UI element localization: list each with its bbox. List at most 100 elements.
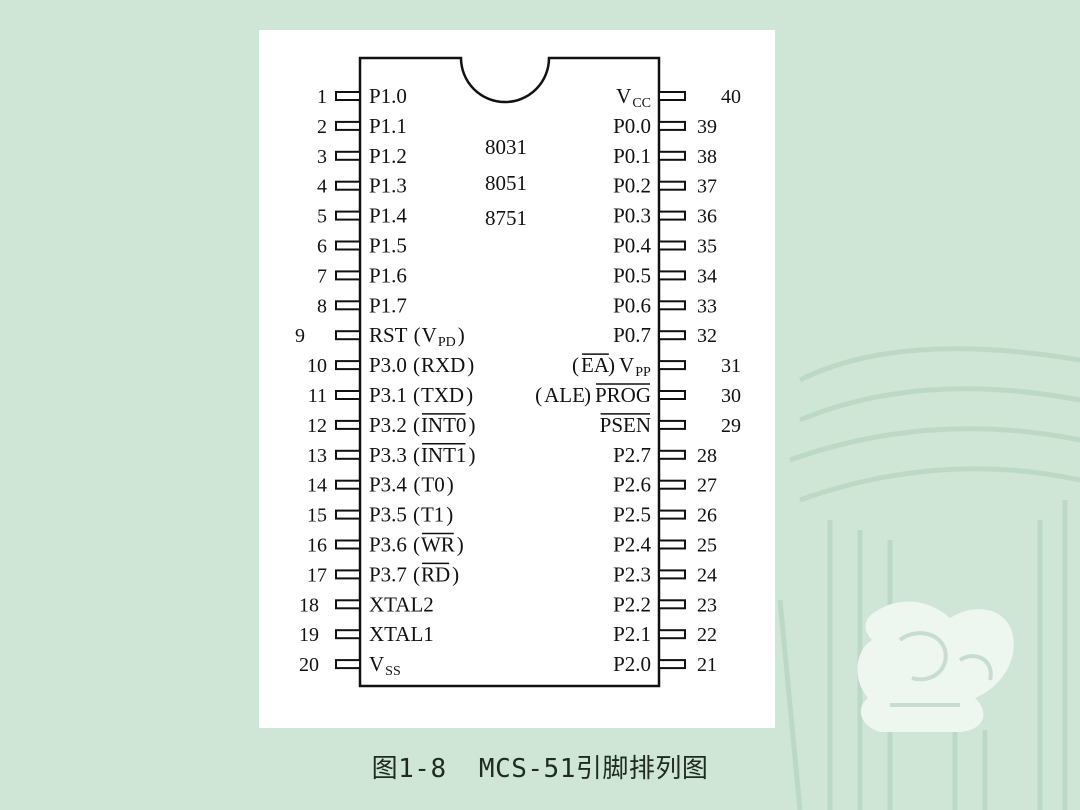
- pin-label: P0.6: [613, 293, 651, 317]
- pin-stub: [658, 120, 686, 131]
- pin-number: 35: [697, 236, 717, 258]
- pin-stub: [335, 509, 361, 520]
- pin-number: 3: [317, 146, 327, 168]
- pin-alt-function: RD: [421, 562, 450, 586]
- pin-stub: [658, 390, 686, 400]
- dragon-emblem: [857, 601, 1014, 732]
- model-label: 8051: [485, 171, 527, 195]
- pin-stub: [335, 659, 361, 670]
- pin-number: 19: [299, 624, 319, 646]
- pin-label: P2.1: [613, 622, 651, 646]
- paren: ): [457, 533, 464, 557]
- pin-number: 11: [308, 385, 327, 407]
- pin-alt-function: RXD: [421, 353, 465, 377]
- pattern-lines: [777, 346, 1080, 810]
- pin-label: P1.6: [369, 263, 407, 287]
- pin-number: 34: [697, 265, 717, 287]
- paren: ): [452, 562, 459, 586]
- pin-label: P0.0: [613, 114, 651, 138]
- pin-stub: [658, 150, 686, 161]
- pin-stub: [335, 449, 361, 460]
- pin-label: P1.3: [369, 174, 407, 198]
- pin-stub: [658, 599, 686, 610]
- pin-label: RST: [369, 323, 408, 347]
- pin-stub: [658, 629, 686, 640]
- paren: (: [413, 353, 420, 377]
- pin-number: 6: [317, 236, 327, 258]
- pin-number: 9: [295, 325, 305, 347]
- pin-label: PSEN: [600, 413, 651, 437]
- paren: ): [468, 413, 475, 437]
- pin-number: 13: [307, 445, 327, 467]
- pin-stub: [335, 300, 361, 311]
- pin-stub: [335, 539, 361, 550]
- pin-number: 22: [697, 624, 717, 646]
- pin-label: P3.5: [369, 503, 407, 527]
- pin-number: 31: [721, 355, 741, 377]
- pin-label: P3.6: [369, 533, 407, 557]
- paren: ): [466, 383, 473, 407]
- pin-alt-function: V: [422, 323, 437, 347]
- pin-stub: [335, 360, 361, 371]
- pin-label: V: [616, 84, 631, 108]
- pin-label: V: [619, 353, 634, 377]
- pin-number: 15: [307, 505, 327, 527]
- pin-label: P1.7: [369, 293, 407, 317]
- pin-number: 10: [307, 355, 327, 377]
- pin-stub: [335, 180, 361, 191]
- pin-label: P3.3: [369, 443, 407, 467]
- pin-stub: [658, 479, 686, 490]
- pin-number: 28: [697, 445, 717, 467]
- pin-number: 38: [697, 146, 717, 168]
- pin-number: 36: [697, 206, 717, 228]
- pin-number: 26: [697, 505, 717, 527]
- pin-stub: [335, 150, 361, 161]
- paren: (: [535, 383, 542, 407]
- pin-stub: [335, 390, 361, 400]
- pin-number: 39: [697, 116, 717, 138]
- pin-label: P1.5: [369, 234, 407, 258]
- pin-alt-function: ALE: [544, 383, 585, 407]
- pin-label: P2.0: [613, 652, 651, 676]
- pin-label: XTAL2: [369, 592, 434, 616]
- paren: ): [468, 443, 475, 467]
- pin-label-subscript: PP: [635, 365, 651, 380]
- pin-stub: [658, 210, 686, 221]
- pin-number: 29: [721, 415, 741, 437]
- pin-number: 7: [317, 265, 327, 287]
- pin-stub: [658, 240, 686, 251]
- pin-stub: [658, 419, 686, 430]
- pin-stub: [658, 270, 686, 281]
- pin-label: P0.2: [613, 174, 651, 198]
- pin-label: P2.5: [613, 503, 651, 527]
- paren: ): [458, 323, 465, 347]
- pin-number: 21: [697, 654, 717, 676]
- paren: (: [413, 533, 420, 557]
- pin-number: 27: [697, 475, 717, 497]
- pin-stub: [658, 449, 686, 460]
- pin-label-subscript: SS: [385, 664, 401, 679]
- pin-number: 24: [697, 564, 717, 586]
- figure-caption: 图1-8 MCS-51引脚排列图: [371, 754, 709, 784]
- paren: (: [413, 473, 420, 497]
- pin-label: P2.7: [613, 443, 651, 467]
- pin-label: P0.7: [613, 323, 651, 347]
- pin-number: 12: [307, 415, 327, 437]
- paren: (: [572, 353, 579, 377]
- paren: ): [446, 503, 453, 527]
- pin-number: 33: [697, 295, 717, 317]
- pin-number: 20: [299, 654, 319, 676]
- pin-label: P0.3: [613, 204, 651, 228]
- pin-number: 23: [697, 594, 717, 616]
- pin-label: P0.1: [613, 144, 651, 168]
- pin-label: P0.4: [613, 234, 651, 258]
- pin-number: 17: [307, 564, 327, 586]
- pin-number: 30: [721, 385, 741, 407]
- pin-number: 18: [299, 594, 319, 616]
- pin-alt-function: TXD: [421, 383, 464, 407]
- paren: ): [584, 383, 591, 407]
- pin-alt-function: INT0: [421, 413, 467, 437]
- pin-stub: [335, 330, 361, 341]
